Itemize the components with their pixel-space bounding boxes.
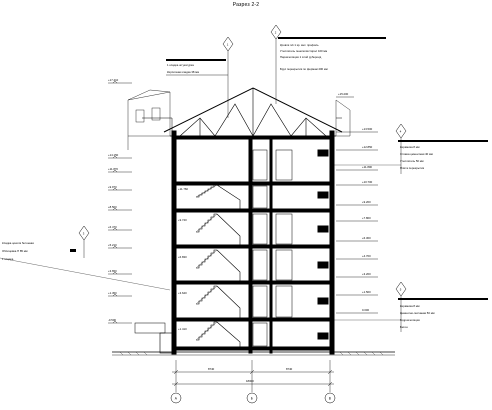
dim-total: 18000 (246, 379, 254, 383)
elev-right-9: +3.200 (362, 272, 371, 276)
roof-truss (142, 87, 343, 137)
elev-right-3: +11.800 (362, 165, 372, 169)
stair-mark-3: +3.640 (178, 291, 187, 295)
callout-5: 5 Керамика 8 мм Цементно-песчаная 50 мм … (330, 281, 488, 332)
dim-left: 8740 (208, 367, 215, 371)
callout-2-line-1: Утеплитель пенополистирол 100 мм (280, 49, 327, 53)
callout-1-line-0: 1 кладка штукатурка (167, 63, 194, 67)
callout-5-line-0: Керамика 8 мм (400, 304, 420, 308)
callout-2-line-2: Пароизоляция 1 слой рубероид (280, 55, 322, 59)
callout-4-line-2: Утеплитель 50 мм (400, 159, 424, 163)
callout-4: 4 Керамика 8 мм Стяжка цементная 40 мм У… (330, 123, 488, 174)
axis-bubble-c (324, 392, 336, 404)
elev-left-5: +6.470 (108, 225, 117, 229)
callout-5-line-2: Гидроизоляция (400, 318, 420, 322)
elevation-labels-right: +15.200 +13.500 +12.850 +11.800 +10.700 … (338, 92, 373, 312)
callout-2-line-3: Брус перекрытия по фермам 200 мм (280, 67, 328, 71)
elev-left-7: +3.650 (108, 269, 117, 273)
callout-5-line-3: Бетон (400, 325, 408, 329)
callout-3-line-0: Кладка цоколя бетонная (2, 241, 34, 245)
ground-line (112, 351, 395, 356)
elev-left-2: +11.870 (108, 167, 118, 171)
elev-right-8: +4.700 (362, 254, 371, 258)
door-openings (252, 149, 293, 347)
elev-right-7: +6.300 (362, 236, 371, 240)
windows-right (317, 149, 329, 340)
page-title: Разрез 2-2 (232, 2, 260, 8)
stair-mark-1: +9.740 (178, 218, 187, 222)
callout-2-line-0: Кровля п/к 1 кр. мет. профиль (280, 43, 319, 47)
building-section (134, 130, 335, 355)
rear-facade (127, 89, 351, 150)
axis-label-c: В (329, 396, 331, 400)
stair-mark-4: +1.410 (178, 327, 187, 331)
callout-1-line-1: Кирпичная кладка 38 мм (167, 70, 199, 74)
callout-3-line-2: 1 кладка (2, 257, 14, 261)
elevation-labels-left: +17.410 +14.150 +11.870 +9.970 +8.500 +6… (108, 78, 119, 322)
elev-left-3: +9.970 (108, 185, 117, 189)
axis-bubbles: А Б В (170, 392, 336, 404)
elev-left-9: -0.500 (108, 318, 116, 322)
callout-2-id: 2 (275, 30, 277, 34)
axis-label-a: А (175, 396, 178, 400)
dimension-lines (172, 360, 334, 392)
stair-mark-0: +11.760 (178, 187, 188, 191)
elev-right-5: +9.200 (362, 200, 371, 204)
elev-right-11: 0.000 (362, 308, 369, 312)
elev-left-6: +5.210 (108, 243, 117, 247)
callout-4-line-0: Керамика 8 мм (400, 145, 420, 149)
callout-5-line-1: Цементно-песчаная 50 мм (400, 311, 435, 315)
callout-1-id: 1 (227, 42, 229, 46)
elev-left-0: +17.410 (108, 78, 119, 82)
callout-5-id: 5 (400, 287, 402, 291)
elev-right-2: +12.850 (362, 145, 373, 149)
callout-4-line-3: Плита перекрытия (400, 166, 425, 170)
elev-left-1: +14.150 (108, 153, 119, 157)
callout-3: 3 Кладка цоколя бетонная Облицовка П 85 … (0, 225, 171, 291)
axis-label-b: Б (251, 396, 253, 400)
elev-left-4: +8.500 (108, 205, 117, 209)
callout-2: 2 Кровля п/к 1 кр. мет. профиль Утеплите… (270, 24, 386, 104)
elev-left-8: +1.450 (108, 291, 117, 295)
callout-4-line-1: Стяжка цементная 40 мм (400, 152, 433, 156)
dim-right: 8740 (286, 367, 293, 371)
axis-bubble-a (170, 392, 182, 404)
elev-right-0: +15.200 (338, 92, 349, 96)
elev-right-4: +10.700 (362, 180, 373, 184)
stair-level-marks: +11.760 +9.740 +6.830 +3.640 +1.410 (178, 187, 188, 331)
elevation-markers-right (336, 96, 378, 314)
axis-bubble-b (246, 392, 258, 404)
elev-right-6: +7.800 (362, 216, 371, 220)
callout-3-line-1: Облицовка П 85 мм (2, 249, 28, 253)
elev-right-10: +1.500 (362, 290, 371, 294)
staircase (195, 184, 241, 347)
dimension-labels: 8740 8740 18000 (208, 367, 293, 383)
elevation-markers-left (108, 80, 132, 324)
elev-right-1: +13.500 (362, 127, 373, 131)
callout-3-id: 3 (83, 231, 85, 235)
stair-mark-2: +6.830 (178, 255, 187, 259)
callout-1: 1 1 кладка штукатурка Кирпичная кладка 3… (166, 36, 234, 118)
callout-4-id: 4 (400, 129, 402, 133)
